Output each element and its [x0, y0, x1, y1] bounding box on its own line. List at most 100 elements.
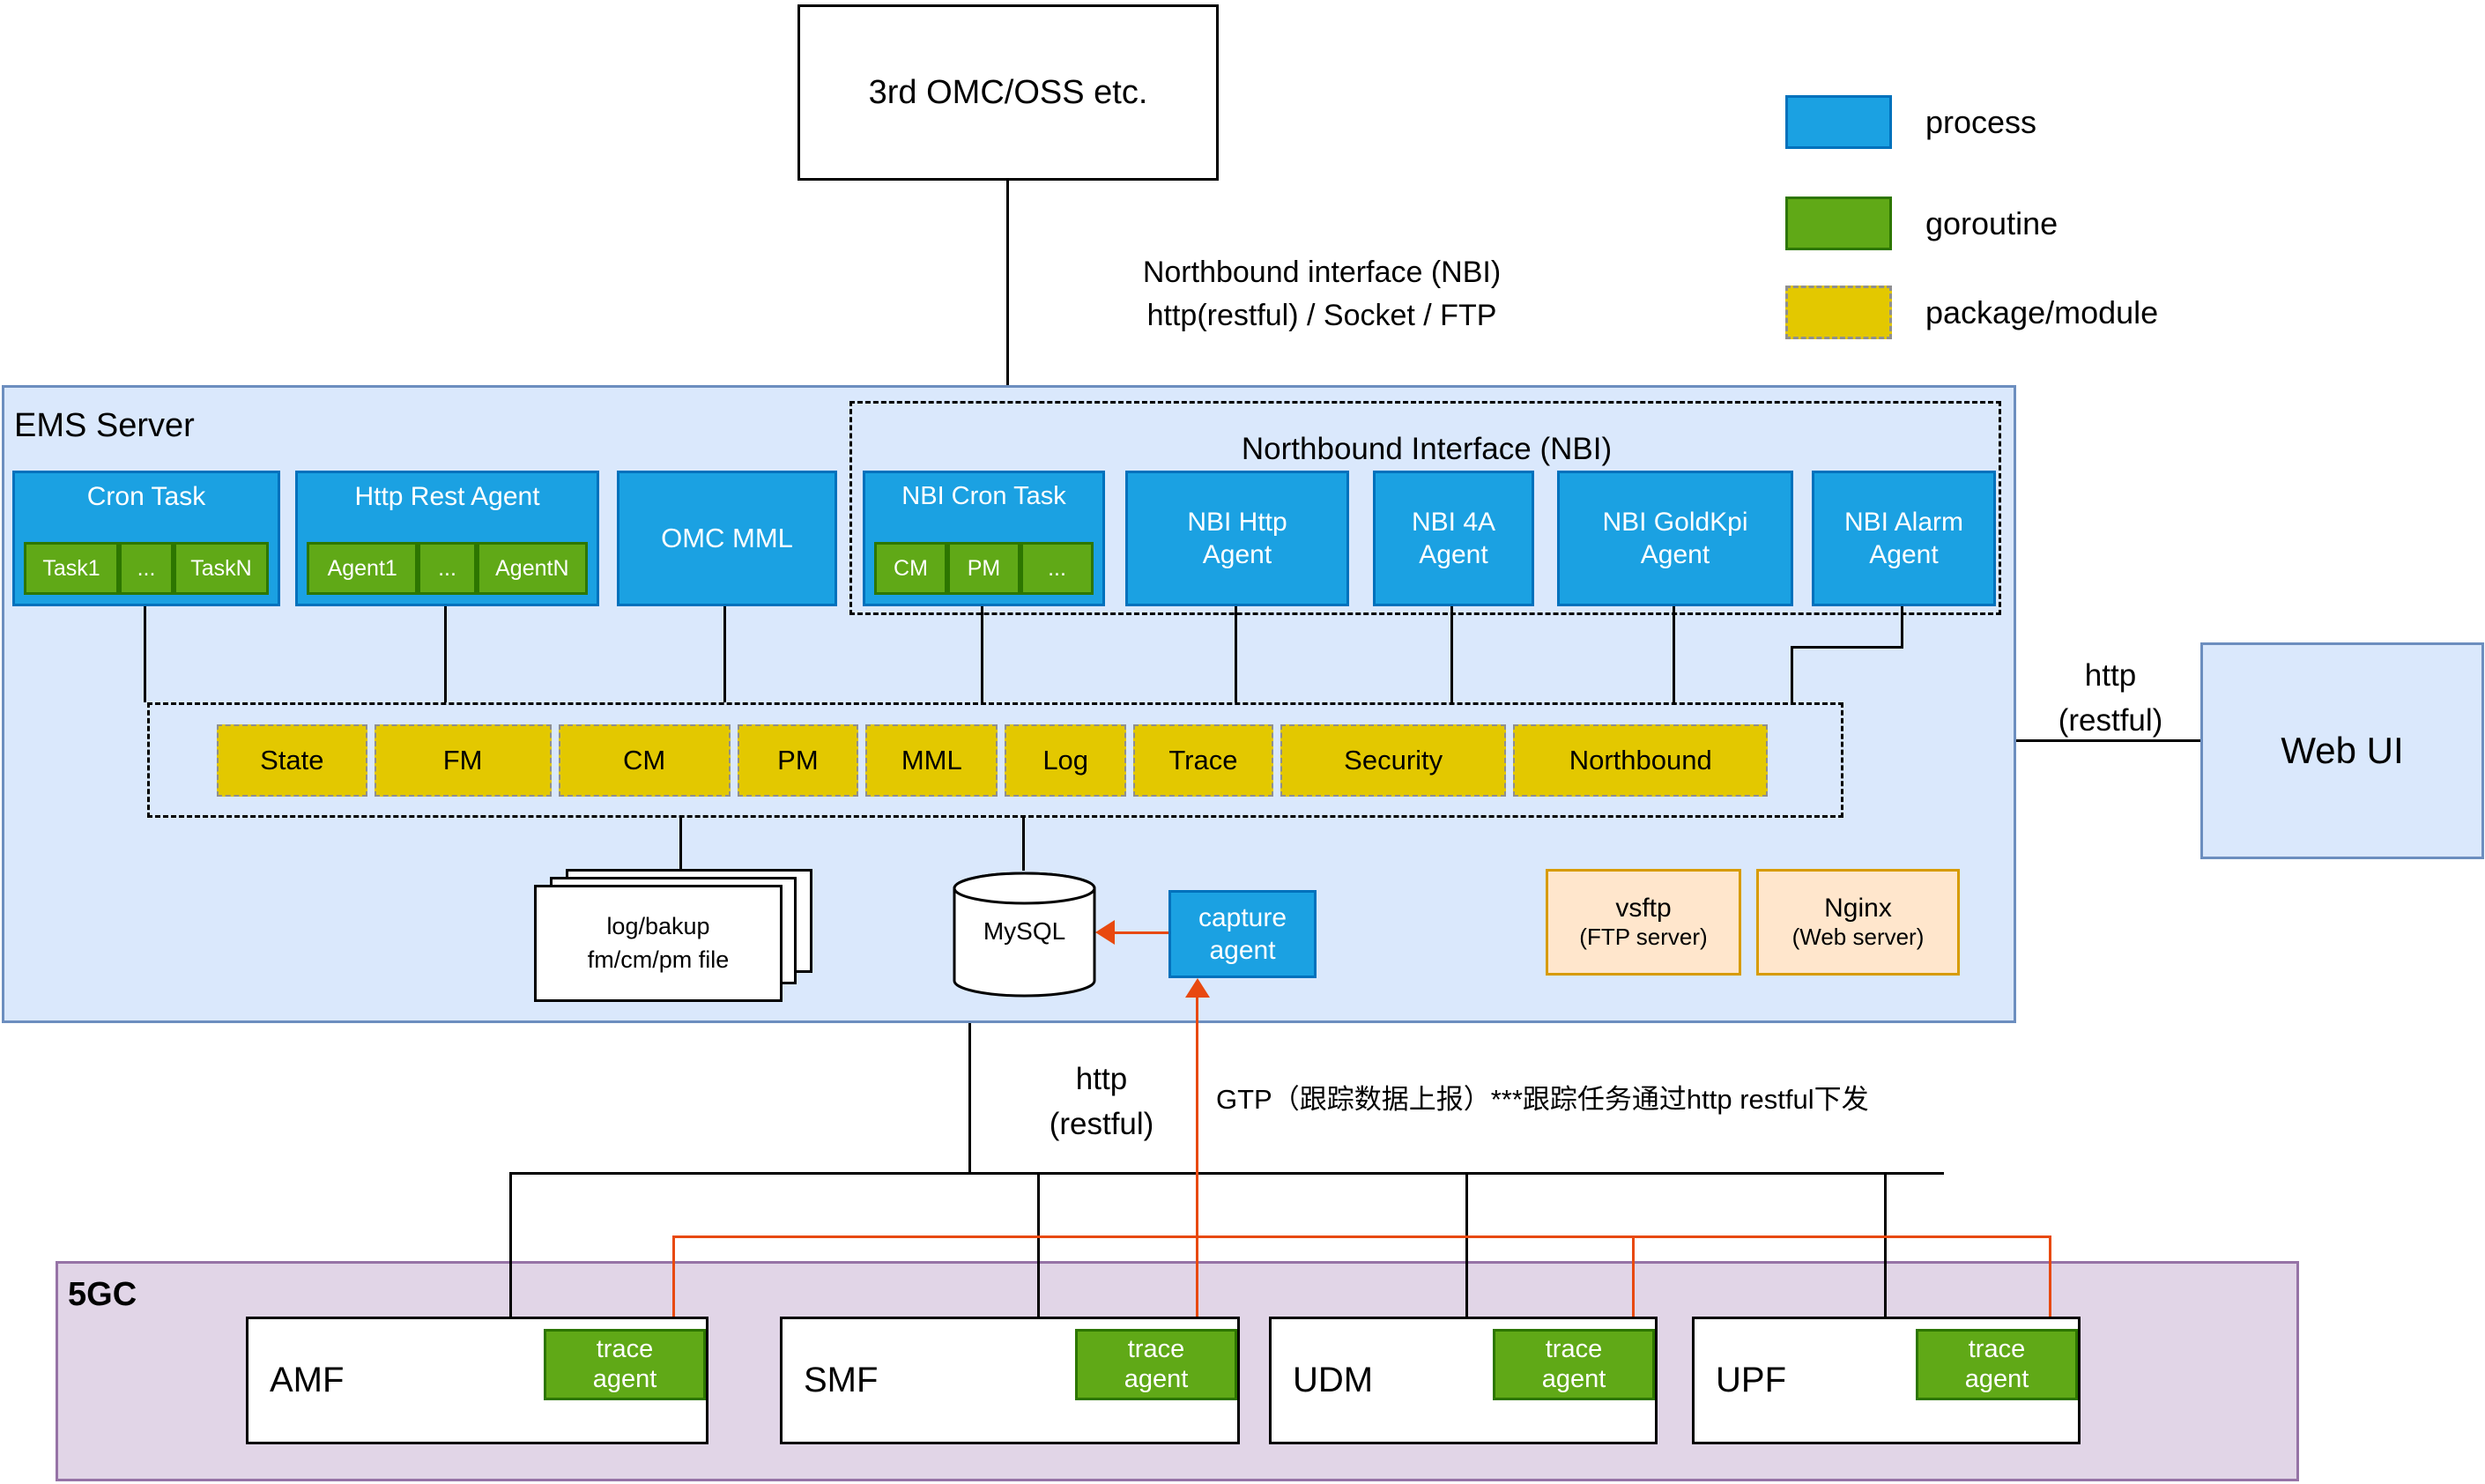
package-row: State FM CM PM MML Log Trace Security No… [217, 724, 1769, 797]
nbi-cron-task-item: PM [947, 542, 1020, 595]
mysql-cylinder-shape [953, 872, 1096, 998]
capture-agent-label-line2: agent [1209, 936, 1276, 965]
file-stack-label-line1: log/bakup [606, 912, 710, 939]
nbi-cron-task-item: CM [874, 542, 947, 595]
upf-trace-agent-label-line1: trace [1968, 1335, 2026, 1364]
package-northbound: Northbound [1513, 724, 1769, 797]
file-stack-label-line2: fm/cm/pm file [587, 946, 730, 973]
connector-nbihttp-to-packages [1235, 606, 1237, 702]
arrowhead-into-mysql-icon [1095, 920, 1115, 945]
legend-process-swatch [1785, 95, 1892, 149]
nbi-alarm-agent-label-line2: Agent [1869, 540, 1939, 569]
amf-trace-agent-label-line2: agent [592, 1364, 657, 1393]
trace-line-capture-to-mysql [1113, 931, 1171, 934]
legend-goroutine-label: goroutine [1925, 205, 2058, 241]
connector-bus-to-upf [1884, 1172, 1887, 1317]
mysql-database: MySQL [952, 869, 1097, 1000]
http-rest-agent-item: ... [418, 542, 477, 595]
nbi-alarm-agent-box: NBI Alarm Agent [1812, 471, 1996, 606]
connector-bus-to-udm [1465, 1172, 1468, 1317]
nbi-link-label-line2: http(restful) / Socket / FTP [1146, 299, 1497, 333]
nbi-http-agent-label-line1: NBI Http [1187, 507, 1287, 537]
core-http-label-line2: (restful) [1049, 1106, 1154, 1141]
package-cm: CM [558, 724, 731, 797]
nbi-link-label: Northbound interface (NBI) http(restful)… [1031, 251, 1613, 338]
5gc-title: 5GC [68, 1276, 137, 1313]
nbi-http-agent-box: NBI Http Agent [1125, 471, 1349, 606]
web-ui-label: Web UI [2281, 730, 2404, 771]
legend-process-label: process [1925, 104, 2037, 140]
connector-omcmml-to-packages [723, 606, 726, 702]
capture-agent-label-line1: capture [1198, 902, 1287, 932]
connector-httprest-to-packages [444, 606, 447, 702]
connector-ems-to-webui [2016, 739, 2200, 742]
package-state: State [217, 724, 367, 797]
cron-task-items: Task1 ... TaskN [24, 542, 269, 595]
http-rest-agent-item: Agent1 [307, 542, 419, 595]
nbi-cron-task-title: NBI Cron Task [901, 482, 1066, 510]
file-stack: log/bakup fm/cm/pm file [534, 869, 816, 1003]
nbi-4a-agent-label-line1: NBI 4A [1411, 507, 1496, 537]
package-mml: MML [865, 724, 998, 797]
connector-nbigoldkpi-to-packages [1673, 606, 1675, 702]
cron-task-title: Cron Task [86, 482, 206, 511]
nbi-cron-task-items: CM PM ... [874, 542, 1094, 595]
trace-line-core-to-capture [1196, 996, 1198, 1237]
vsftp-label-line2: (FTP server) [1579, 924, 1708, 950]
smf-trace-agent-box: trace agent [1075, 1329, 1237, 1400]
core-http-label-line1: http [1075, 1062, 1128, 1096]
nbi-cron-task-box: NBI Cron Task CM PM ... [863, 471, 1105, 606]
connector-ems-to-core [968, 1023, 971, 1174]
package-fm: FM [374, 724, 552, 797]
connector-nbicron-to-packages [981, 606, 983, 702]
udm-trace-agent-box: trace agent [1493, 1329, 1655, 1400]
connector-packages-to-files [679, 818, 682, 872]
connector-oss-to-ems [1006, 181, 1009, 385]
trace-line-to-smf-agent [1196, 1235, 1198, 1329]
trace-bus [672, 1235, 2051, 1238]
nbi-goldkpi-agent-box: NBI GoldKpi Agent [1557, 471, 1793, 606]
amf-trace-agent-box: trace agent [544, 1329, 706, 1400]
omc-mml-label: OMC MML [661, 522, 793, 553]
package-log: Log [1005, 724, 1126, 797]
cron-task-box: Cron Task Task1 ... TaskN [12, 471, 280, 606]
connector-nbialarm-elbow-across [1791, 646, 1903, 649]
connector-nbialarm-elbow-down [1901, 606, 1903, 649]
upf-trace-agent-box: trace agent [1916, 1329, 2078, 1400]
vsftp-label-line1: vsftp [1615, 894, 1672, 923]
nbi-goldkpi-agent-label-line2: Agent [1640, 540, 1710, 569]
nbi-frame-title: Northbound Interface (NBI) [1241, 432, 1613, 466]
cron-task-item: Task1 [24, 542, 120, 595]
smf-trace-agent-label-line2: agent [1124, 1364, 1189, 1393]
nginx-label-line1: Nginx [1824, 894, 1892, 923]
nf-amf-label: AMF [270, 1361, 345, 1399]
udm-trace-agent-label-line1: trace [1545, 1335, 1603, 1364]
arrowhead-into-capture-agent-icon [1185, 978, 1210, 998]
legend-goroutine-swatch [1785, 197, 1892, 250]
trace-line-to-udm-agent [1632, 1235, 1635, 1329]
http-rest-agent-items: Agent1 ... AgentN [307, 542, 589, 595]
udm-trace-agent-label-line2: agent [1541, 1364, 1606, 1393]
nbi-link-label-line1: Northbound interface (NBI) [1142, 256, 1502, 289]
webui-http-label-line1: http [2084, 658, 2137, 693]
nbi-goldkpi-agent-label-line1: NBI GoldKpi [1602, 507, 1748, 537]
webui-http-label-line2: (restful) [2058, 702, 2163, 738]
file-stack-front-sheet: log/bakup fm/cm/pm file [534, 885, 783, 1002]
gtp-note-label: GTP（跟踪数据上报）***跟踪任务通过http restful下发 [1216, 1084, 1869, 1115]
connector-nbialarm-to-packages [1791, 646, 1793, 702]
connector-nbi4a-to-packages [1450, 606, 1453, 702]
nf-smf-label: SMF [804, 1361, 879, 1399]
nbi-4a-agent-box: NBI 4A Agent [1373, 471, 1534, 606]
nbi-http-agent-label-line2: Agent [1202, 540, 1272, 569]
http-rest-agent-title: Http Rest Agent [354, 482, 540, 511]
connector-bus-to-amf [509, 1172, 512, 1317]
nbi-cron-task-item: ... [1020, 542, 1094, 595]
external-omc-oss-label: 3rd OMC/OSS etc. [868, 73, 1148, 111]
ems-server-title: EMS Server [14, 407, 195, 444]
package-trace: Trace [1132, 724, 1273, 797]
packages-dashed-frame [147, 702, 1843, 818]
connector-packages-to-mysql [1022, 818, 1025, 871]
mysql-label: MySQL [983, 917, 1066, 945]
omc-mml-box: OMC MML [617, 471, 837, 606]
